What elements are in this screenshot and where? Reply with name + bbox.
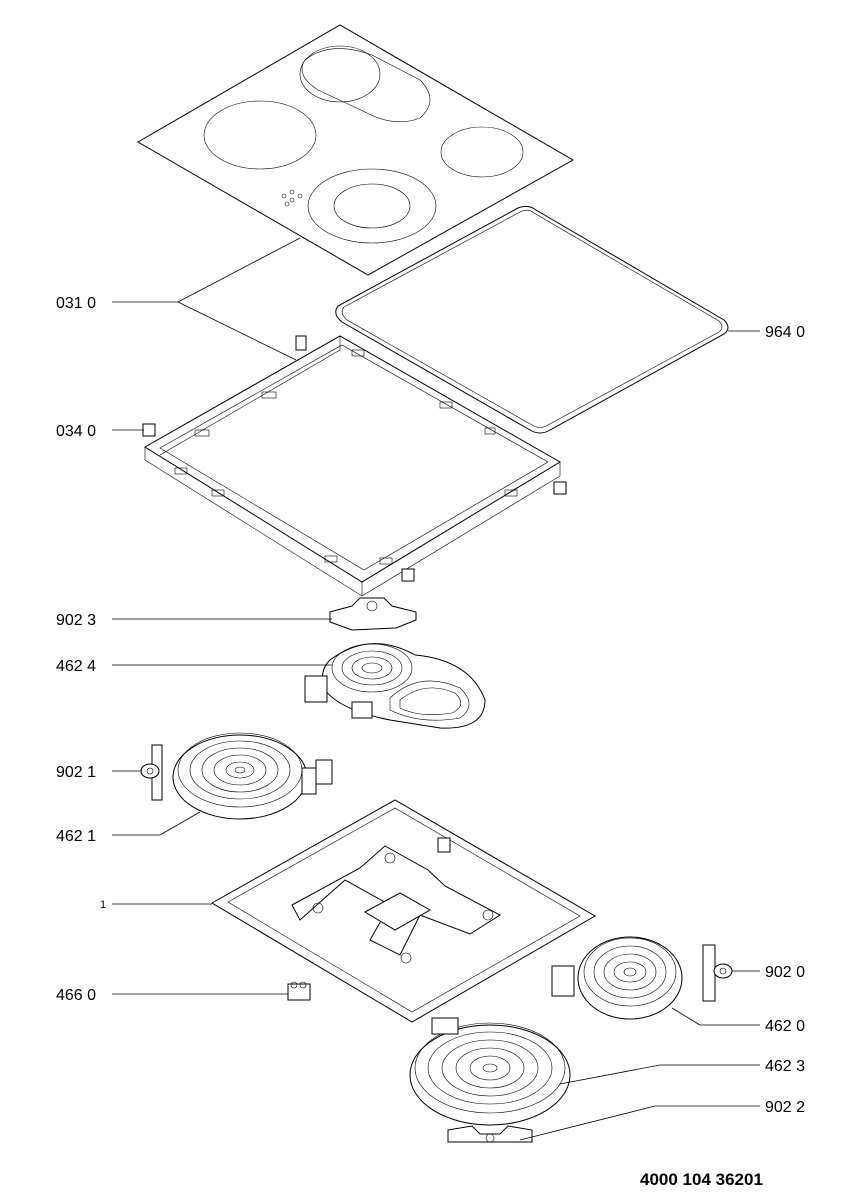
round-heater-462-1 [172,732,333,820]
label-031-0: 031 0 [56,295,96,312]
mounting-frame [142,335,567,597]
leader-lines [112,237,760,1141]
label-964-0: 964 0 [765,324,805,341]
round-heater-462-0 [551,936,683,1020]
label-462-4: 462 4 [56,658,96,675]
label-462-1: 462 1 [56,828,96,845]
bracket-902-3 [329,597,417,631]
label-466-0: 466 0 [56,987,96,1004]
label-1: 1 [100,899,106,911]
terminal-block-466-0 [287,981,311,1001]
oval-heater-462-4 [304,643,486,729]
label-902-0: 902 0 [765,964,805,981]
bracket-902-1 [140,744,163,801]
label-034-0: 034 0 [56,423,96,440]
document-number: 4000 104 36201 [640,1170,763,1189]
bracket-902-2 [447,1125,533,1143]
label-462-0: 462 0 [765,1018,805,1035]
base-tray [211,799,596,1023]
label-902-2: 902 2 [765,1099,805,1116]
touch-control-icon [281,189,303,207]
bracket-902-0 [702,944,733,1002]
label-902-1: 902 1 [56,764,96,781]
gasket-seal [335,205,729,434]
label-462-3: 462 3 [765,1058,805,1075]
ceramic-glass-top [137,24,575,276]
round-heater-462-3 [409,1017,571,1126]
label-902-3: 902 3 [56,612,96,629]
